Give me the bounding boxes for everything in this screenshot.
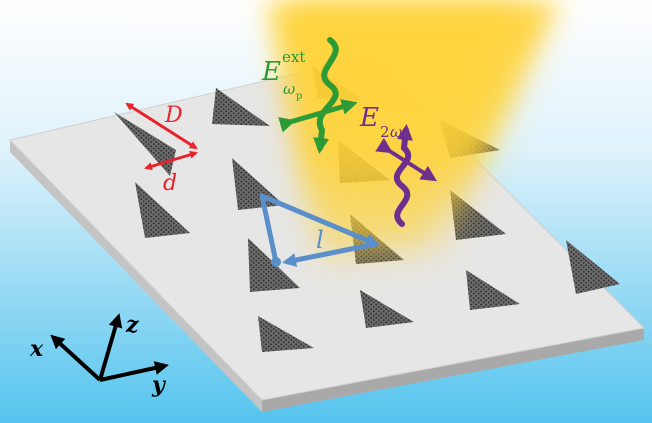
- axis-x-label: x: [29, 336, 44, 362]
- axis-y-label: y: [151, 372, 167, 398]
- nanotriangle: [232, 158, 284, 210]
- d-arrow: [144, 150, 198, 171]
- label-D: D: [164, 103, 183, 128]
- axis-z-arrow: [98, 313, 123, 381]
- green-wave-arrow-icon: [278, 37, 358, 154]
- E-2w-sub-omega: ω: [390, 123, 402, 141]
- E-2w-sub-2: 2: [380, 123, 390, 141]
- dimension-markers: D d: [125, 102, 198, 196]
- label-d: d: [163, 171, 177, 196]
- E-2w-sub-p: p: [402, 133, 408, 144]
- axis-z-label: z: [125, 312, 139, 338]
- label-E-ext: E ext ω p: [261, 48, 305, 102]
- axis-x-arrow: [50, 334, 102, 382]
- nanotriangle: [360, 290, 414, 328]
- slab-right-side: [262, 328, 644, 412]
- coordinate-axes: x z y: [29, 312, 169, 398]
- nanotriangle: [212, 88, 270, 126]
- E-ext-sup: ext: [282, 48, 305, 66]
- E-symbol: E: [261, 57, 281, 87]
- loop-arrow: l: [259, 193, 380, 267]
- nanotriangle: [135, 182, 190, 238]
- D-arrow: [125, 102, 198, 150]
- nanotriangle: [258, 316, 314, 352]
- slab-front-side: [10, 140, 262, 412]
- label-E-2w: E 2 ω p: [359, 103, 408, 144]
- nanotriangle: [566, 240, 620, 294]
- nanotriangle: [466, 270, 520, 310]
- axis-y-arrow: [99, 361, 169, 382]
- purple-wave-arrow-icon: [375, 124, 438, 227]
- E-symbol-2w: E: [359, 103, 379, 133]
- E-ext-sub-p: p: [296, 91, 302, 102]
- label-l: l: [316, 226, 324, 254]
- E-ext-sub-omega: ω: [283, 80, 295, 98]
